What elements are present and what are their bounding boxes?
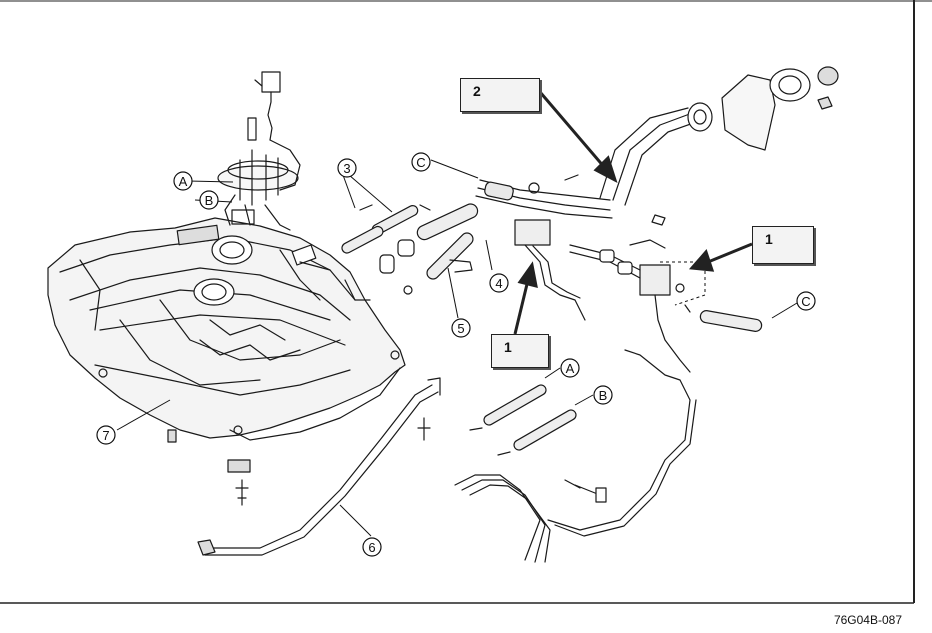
letter-b-label-lower: B	[599, 388, 608, 403]
letter-c-label-right: C	[801, 294, 810, 309]
figure-code: 76G04B-087	[833, 613, 902, 627]
part-3-hoses	[291, 204, 431, 271]
part-5-circle	[451, 318, 471, 338]
callout-box-1-right: 1	[752, 226, 814, 264]
part-3-label: 3	[343, 161, 350, 176]
part-7-label: 7	[102, 428, 109, 443]
letter-a-label-top: A	[179, 174, 188, 189]
arrow-1-right-head	[688, 249, 715, 272]
arrow-1-lower-head	[517, 261, 538, 289]
part-3-circle	[337, 158, 357, 178]
letter-a-circle-lower	[560, 358, 580, 378]
letter-a-circle-top	[173, 171, 193, 191]
leader-b-lower	[574, 394, 594, 406]
part-4-label: 4	[495, 276, 502, 291]
filler-neck	[599, 66, 839, 206]
leader-c-right	[771, 302, 798, 319]
fuel-pump-assembly	[217, 71, 301, 231]
letter-b-label-top: B	[205, 193, 214, 208]
lower-hoses	[454, 349, 697, 563]
leader-3a	[342, 174, 356, 209]
part-7-circle	[96, 425, 116, 445]
part-6-label: 6	[368, 540, 375, 555]
leader-6	[339, 504, 372, 537]
letter-b-circle-top	[199, 190, 219, 210]
leader-4	[485, 239, 493, 271]
letter-c-label-top: C	[416, 155, 425, 170]
leader-a	[187, 180, 234, 183]
letter-c-circle-top	[411, 152, 431, 172]
leader-a-lower	[544, 367, 561, 379]
leader-7	[116, 399, 171, 431]
leader-3b	[348, 174, 393, 213]
valve-assembly	[514, 214, 763, 373]
part-4-5-hoses	[344, 203, 479, 301]
leader-5	[447, 267, 459, 319]
part-5-label: 5	[457, 321, 464, 336]
part-4-circle	[489, 273, 509, 293]
fuel-hose-bundle	[475, 174, 613, 219]
bolts	[167, 429, 607, 506]
arrow-2-head	[593, 155, 618, 184]
tank-strap	[197, 377, 441, 556]
part-6-circle	[362, 537, 382, 557]
callout-box-2: 2	[460, 78, 540, 112]
arrow-2-shaft	[538, 91, 607, 169]
arrow-1-lower-shaft	[513, 279, 530, 335]
letter-b-circle-lower	[593, 385, 613, 405]
dashed-guide	[660, 261, 706, 306]
letter-a-label-lower: A	[566, 361, 575, 376]
fuel-tank	[47, 217, 406, 441]
leader-c	[430, 159, 479, 179]
letter-c-circle-right	[796, 291, 816, 311]
callout-box-1-lower: 1	[491, 334, 549, 368]
arrow-1-right-shaft	[707, 242, 753, 264]
